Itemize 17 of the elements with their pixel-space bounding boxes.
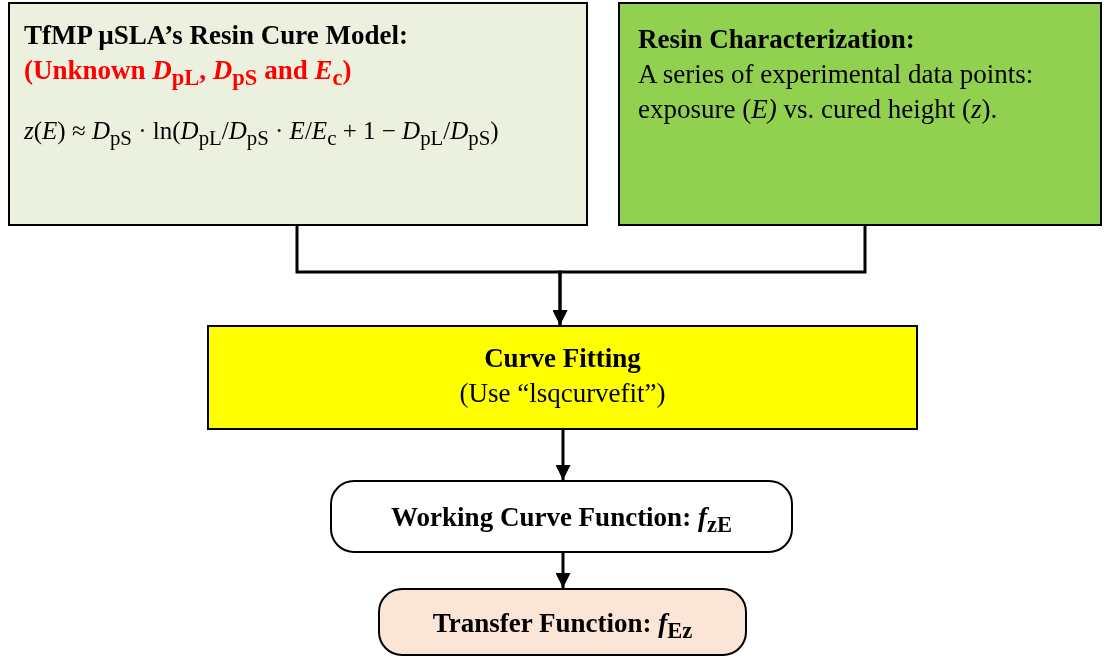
box-heading: Transfer Function: f$_{Ez}$ bbox=[431, 607, 694, 646]
box-heading: Curve Fitting bbox=[483, 342, 642, 375]
box-text: A series of experimental data points: exposure (E) vs. cured height (z). bbox=[638, 58, 1035, 127]
unknowns-note: (Unknown D$_{pL}$, D$_{pS}$ and E$_{c}$) bbox=[24, 54, 353, 93]
box-heading: TfMP µSLA’s Resin Cure Model: bbox=[24, 19, 410, 52]
process-box bbox=[207, 325, 918, 430]
model-box bbox=[8, 2, 588, 226]
arrow bbox=[552, 226, 867, 325]
box-text: (Use “lsqcurvefit”) bbox=[458, 377, 667, 411]
rounded-box bbox=[378, 588, 747, 656]
box-heading: Resin Characterization: bbox=[638, 23, 916, 56]
arrow bbox=[555, 553, 571, 588]
rounded-box bbox=[330, 480, 793, 553]
arrow bbox=[555, 430, 571, 480]
formula: z(E) ≈ D$_{pS}$ · ln(D$_{pL}$/D$_{pS}$ · E/E$_{c}$ + 1 − D$_{pL}$/D$_{pS}$) bbox=[24, 115, 500, 152]
box-heading: Working Curve Function: f$_{zE}$ bbox=[390, 501, 733, 540]
characterization-box bbox=[618, 2, 1102, 226]
